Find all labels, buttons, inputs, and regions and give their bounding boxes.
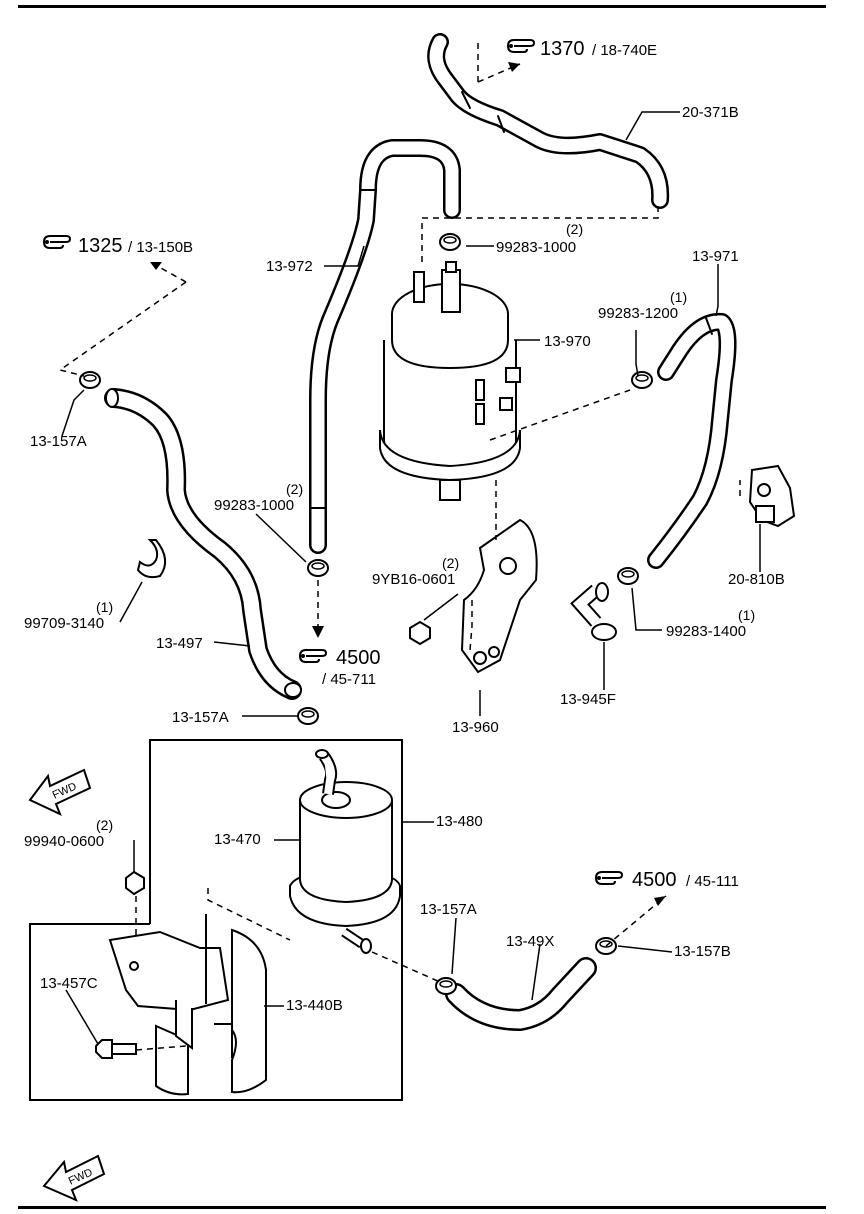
ref-1370: 1370 — [540, 38, 585, 60]
clamp-13-157A-low — [435, 977, 457, 995]
bracket-13-440B — [108, 914, 267, 1096]
hose-13-49X — [445, 957, 597, 1031]
dashed-arrowheads — [150, 62, 666, 906]
fwd-arrow-icon: FWD — [28, 768, 92, 816]
clip-99709-3140 — [136, 539, 167, 579]
qty-99283-1000-mid: (2) — [286, 481, 303, 497]
nut-9YB16-0601 — [409, 620, 431, 646]
pointing-hand-icon — [43, 235, 71, 249]
bolt-13-457C — [95, 1039, 137, 1059]
part-13-157A-low: 13-157A — [420, 901, 477, 918]
bottom-border — [18, 1206, 826, 1209]
qty-9YB16: (2) — [442, 555, 459, 571]
part-20-810B: 20-810B — [728, 571, 785, 588]
clamp-99283-1400 — [617, 567, 639, 585]
pointing-hand-icon — [507, 39, 535, 53]
top-border — [18, 5, 826, 8]
hose-13-971 — [647, 312, 737, 569]
part-99709-3140: 99709-3140 — [24, 615, 104, 632]
bracket-13-960 — [460, 518, 538, 674]
fwd-arrow-icon: FWD — [42, 1154, 106, 1202]
clamp-13-157A-top — [79, 371, 101, 389]
part-labels: 1370 / 18-740E 20-371B 13-972 (2) 99283-… — [24, 38, 785, 1014]
part-99283-1200: 99283-1200 — [598, 305, 678, 322]
part-13-440B: 13-440B — [286, 997, 343, 1014]
leader-lines — [61, 111, 761, 1045]
ref-1325: 1325 — [78, 235, 123, 257]
part-13-945F: 13-945F — [560, 691, 616, 708]
dashed-guides — [58, 42, 741, 1051]
hose-13-497 — [104, 388, 302, 700]
clamp-13-157A-mid — [297, 707, 319, 725]
bracket-20-810B — [748, 464, 796, 528]
pointing-hand-icon — [299, 649, 327, 663]
qty-99283-1000-top: (2) — [566, 221, 583, 237]
part-13-157B: 13-157B — [674, 943, 731, 960]
ref-4500-b: 4500 — [632, 869, 677, 891]
ref-4500-a-sub: / 45-711 — [322, 671, 376, 688]
part-13-457C: 13-457C — [40, 975, 98, 992]
part-9YB16-0601: 9YB16-0601 — [372, 571, 455, 588]
filter-13-470 — [289, 749, 401, 954]
part-13-497: 13-497 — [156, 635, 203, 652]
qty-99940: (2) — [96, 817, 113, 833]
ref-4500-b-sub: / 45-111 — [686, 873, 739, 890]
part-99283-1000-mid: 99283-1000 — [214, 497, 294, 514]
qty-99283-1200: (1) — [670, 289, 687, 305]
qty-99709: (1) — [96, 599, 113, 615]
hose-13-972 — [309, 139, 461, 554]
part-13-157A-mid: 13-157A — [172, 709, 229, 726]
inset-box — [29, 739, 403, 1101]
ref-1370-sub: / 18-740E — [592, 42, 657, 59]
ref-4500-a: 4500 — [336, 647, 381, 669]
part-13-470: 13-470 — [214, 831, 261, 848]
part-13-49X: 13-49X — [506, 933, 554, 950]
clamp-99283-1000-mid — [307, 559, 329, 577]
qty-99283-1400: (1) — [738, 607, 755, 623]
part-13-480: 13-480 — [436, 813, 483, 830]
part-20-371B: 20-371B — [682, 104, 739, 121]
part-13-157A-top: 13-157A — [30, 433, 87, 450]
part-13-972: 13-972 — [266, 258, 313, 275]
canister-13-970 — [379, 261, 521, 501]
part-13-971: 13-971 — [692, 248, 739, 265]
clamp-99283-1200 — [631, 371, 653, 389]
part-99940-0600: 99940-0600 — [24, 833, 104, 850]
valve-13-945F — [570, 582, 617, 641]
nut-99940-0600 — [125, 870, 145, 896]
hose-20-371B — [427, 33, 670, 209]
clamp-99283-1000-top — [439, 233, 461, 251]
ref-1325-sub: / 13-150B — [128, 239, 193, 256]
part-13-960: 13-960 — [452, 719, 499, 736]
pointing-hand-icon — [595, 871, 623, 885]
part-13-970: 13-970 — [544, 333, 591, 350]
part-99283-1000-top: 99283-1000 — [496, 239, 576, 256]
part-99283-1400: 99283-1400 — [666, 623, 746, 640]
